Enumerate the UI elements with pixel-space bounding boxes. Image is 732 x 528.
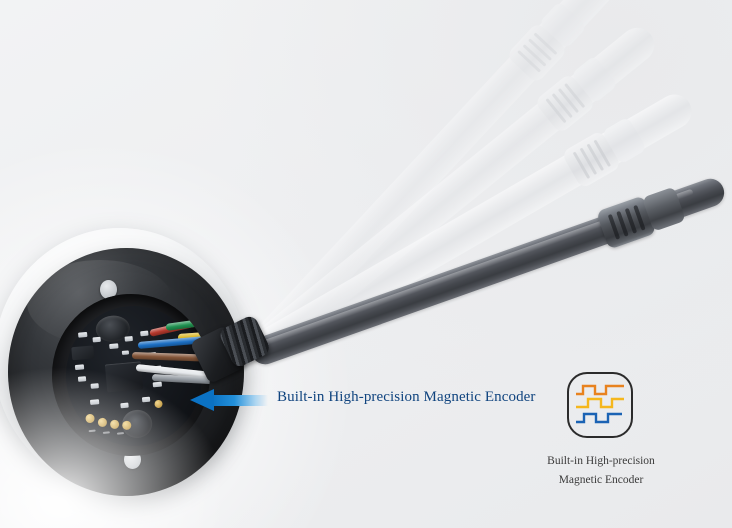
wire-grey xyxy=(151,374,210,385)
pcb-component xyxy=(124,335,133,342)
pcb-component xyxy=(92,336,101,343)
pcb-silkscreen xyxy=(102,431,110,434)
callout-label: Built-in High-precision Magnetic Encoder xyxy=(277,389,536,405)
pcb-silkscreen xyxy=(88,429,96,433)
callout-arrow xyxy=(190,389,268,411)
channel-z-wave xyxy=(576,412,622,424)
motor-cavity xyxy=(52,294,210,456)
channel-b-wave xyxy=(576,397,624,409)
pcb-solder-pad xyxy=(85,413,95,424)
pcb-component xyxy=(74,364,85,371)
pcb-component xyxy=(89,399,100,405)
arrow-shaft xyxy=(212,395,268,406)
badge-caption-line1: Built-in High-precision xyxy=(547,455,655,467)
pcb-component xyxy=(78,331,88,338)
screw-hole-top xyxy=(100,280,117,299)
pcb-solder-pad xyxy=(97,417,108,428)
pcb-component xyxy=(120,402,129,409)
badge-caption-line2: Magnetic Encoder xyxy=(558,474,644,486)
badge-border xyxy=(567,372,633,438)
pcb-component xyxy=(121,350,130,355)
pcb-solder-pad xyxy=(109,419,120,430)
square-wave-encoder-icon xyxy=(576,384,624,424)
pcb-component xyxy=(77,376,87,382)
badge-caption: Built-in High-precision Magnetic Encoder xyxy=(540,452,662,490)
encoder-feature-badge xyxy=(567,372,633,438)
pcb-component xyxy=(109,343,119,350)
pcb-silkscreen xyxy=(116,432,125,435)
pcb-component xyxy=(90,383,99,389)
channel-a-wave xyxy=(576,384,624,396)
arrow-head-icon xyxy=(190,389,214,411)
pcb-secondary-ic xyxy=(71,345,95,361)
